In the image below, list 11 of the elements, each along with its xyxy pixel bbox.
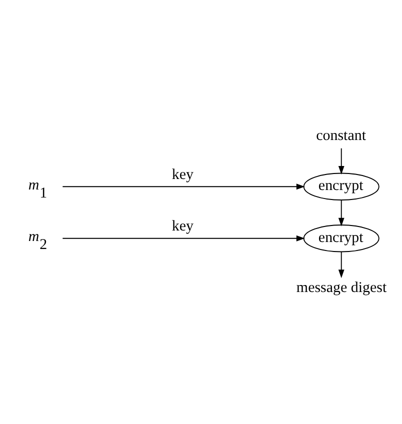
arrow	[338, 198, 344, 226]
node-ellipse: encrypt	[303, 224, 380, 252]
node-text: constant	[316, 127, 366, 144]
node-ellipse: encrypt	[303, 172, 380, 200]
arrow	[62, 183, 305, 190]
arrow	[338, 250, 344, 278]
edge-label: key	[172, 218, 194, 234]
arrow	[62, 234, 305, 241]
node-text: message digest	[296, 280, 387, 296]
edge-label: key	[172, 166, 194, 182]
arrow	[338, 147, 344, 174]
